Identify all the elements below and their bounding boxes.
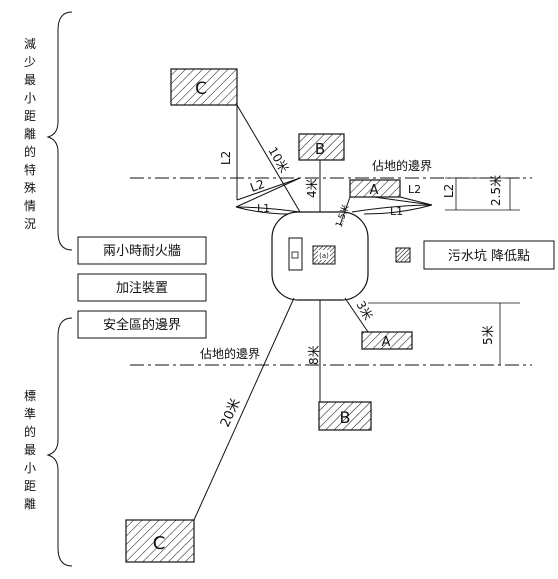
- target-a-top: A: [349, 179, 401, 198]
- legend-low-point: 污水坑 降低點: [395, 240, 555, 270]
- target-c-bottom: C: [125, 519, 195, 563]
- line-10m: [236, 104, 301, 213]
- target-c-bottom-label: C: [153, 533, 166, 554]
- vchar-top-4: 距: [24, 109, 36, 123]
- vchar-top-6: 的: [24, 144, 36, 159]
- legend-dispenser: 加注裝置: [77, 273, 207, 302]
- vchar-top-8: 殊: [24, 180, 36, 195]
- top-vertical-label: 減 少 最 小 距 離 的 特 殊 情 況: [24, 36, 36, 231]
- legend-low-point-label: 污水坑 降低點: [448, 249, 530, 264]
- vchar-top-10: 況: [24, 216, 36, 231]
- dim-label-3m: 3米: [353, 299, 375, 323]
- line-l2-diagonal: [236, 177, 301, 201]
- vchar-top-7: 特: [24, 162, 36, 177]
- line-l2-right: [399, 196, 433, 206]
- line-3m: [344, 297, 369, 333]
- dim-label-5m: 5米: [481, 325, 495, 345]
- dispenser-nozzle: [291, 251, 299, 259]
- vchar-bottom-3: 最: [24, 443, 36, 457]
- boundary-label-top: 佔地的邊界: [372, 158, 432, 173]
- vchar-top-3: 小: [24, 91, 36, 105]
- vchar-bottom-0: 標: [24, 389, 36, 403]
- legend-safety-zone: 安全區的邊界: [77, 310, 207, 339]
- legend-firewall-label: 兩小時耐火牆: [103, 244, 181, 259]
- center-marker-label: (a): [319, 252, 329, 260]
- vchar-top-9: 情: [24, 199, 36, 213]
- dim-label-l1-left: L1: [257, 202, 270, 215]
- target-c-top: C: [170, 68, 238, 106]
- dim-label-4m: 4米: [305, 178, 319, 198]
- target-a-top-label: A: [370, 183, 379, 198]
- target-b-bottom-label: B: [340, 408, 351, 427]
- dim-label-2-5m: 2.5米: [489, 175, 503, 206]
- dim-label-l2-dim: L2: [442, 184, 456, 198]
- vchar-bottom-2: 的: [24, 424, 36, 439]
- vchar-bottom-6: 離: [24, 497, 36, 511]
- line-l1-left: [235, 177, 301, 208]
- hatched-square-icon: [395, 247, 411, 263]
- top-brace: [46, 11, 73, 251]
- vchar-top-2: 最: [24, 73, 36, 87]
- bottom-vertical-label: 標 準 的 最 小 距 離: [24, 389, 36, 511]
- boundary-label-bottom: 佔地的邊界: [200, 346, 260, 361]
- vchar-top-1: 少: [24, 55, 36, 69]
- legend-safety-zone-label: 安全區的邊界: [103, 317, 181, 333]
- target-b-top: B: [298, 133, 345, 161]
- target-b-top-label: B: [315, 140, 325, 158]
- dim-label-l2-vertical: L2: [219, 151, 233, 165]
- vchar-bottom-1: 準: [24, 406, 36, 421]
- vchar-top-0: 減: [24, 36, 36, 51]
- vchar-bottom-5: 距: [24, 479, 36, 493]
- legend-dispenser-label: 加注裝置: [116, 281, 168, 296]
- dim-label-l1-right: L1: [390, 205, 403, 218]
- target-a-bottom-label: A: [382, 335, 391, 350]
- vchar-bottom-4: 小: [24, 461, 36, 475]
- dim-label-20m: 20米: [218, 397, 244, 430]
- legend-firewall: 兩小時耐火牆: [77, 236, 207, 265]
- line-l1-right: [373, 196, 433, 206]
- target-b-bottom: B: [318, 401, 372, 431]
- line-1-5m: [339, 196, 351, 226]
- vchar-top-5: 離: [24, 127, 36, 141]
- dim-label-l2-right: L2: [408, 183, 421, 196]
- target-c-top-label: C: [195, 79, 207, 99]
- target-a-bottom: A: [361, 331, 413, 350]
- line-20m: [193, 297, 295, 521]
- dim-label-8m: 8米: [307, 345, 321, 365]
- dim-label-l2-left: L2: [248, 177, 266, 195]
- bottom-brace: [46, 317, 73, 567]
